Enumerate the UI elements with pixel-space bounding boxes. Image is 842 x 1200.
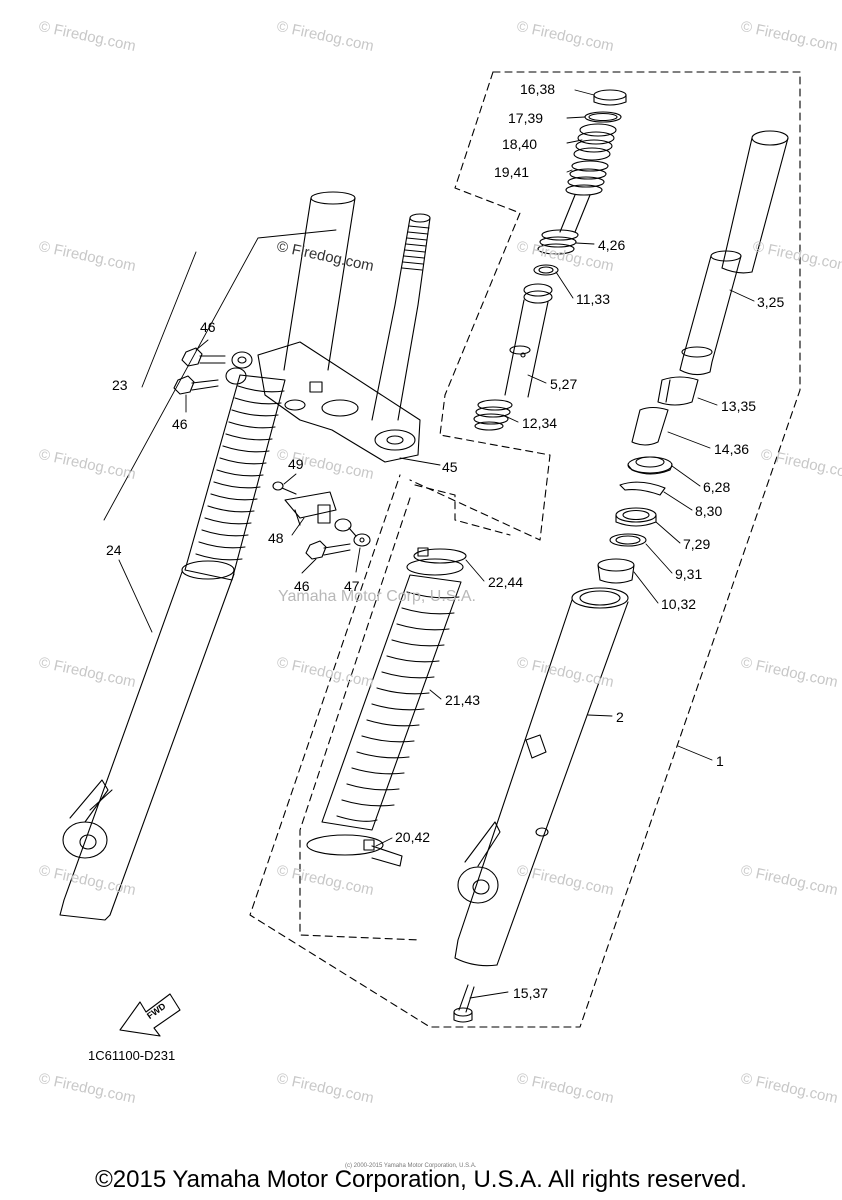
bolt-46-lower [305, 540, 351, 560]
callout-8-30: 8,30 [695, 503, 723, 519]
dust-seal-10 [597, 558, 635, 584]
fine-print: (c) 2000-2015 Yamaha Motor Corporation, … [345, 1163, 477, 1169]
outer-tube-2 [454, 587, 629, 967]
callout-16-38: 16,38 [520, 81, 556, 97]
seal-9 [609, 533, 647, 547]
clamp-47 [334, 518, 371, 547]
callout-11-33: 11,33 [576, 291, 610, 307]
bolt-46-top [181, 347, 253, 369]
bolt-49 [272, 481, 297, 495]
damper-rod-5 [504, 283, 553, 398]
callout-47: 47 [344, 578, 360, 594]
callout-20-42: 20,42 [395, 829, 431, 845]
bracket-48 [284, 491, 337, 526]
callout-9-31: 9,31 [675, 566, 703, 582]
callout-15-37: 15,37 [513, 985, 549, 1001]
callout-49: 49 [288, 456, 304, 472]
fwd-arrow-icon [119, 993, 181, 1037]
callout-6-28: 6,28 [703, 479, 731, 495]
callout-10-32: 10,32 [661, 596, 697, 612]
spring-12 [473, 399, 513, 431]
clip-8 [619, 481, 666, 496]
band-20 [306, 834, 403, 867]
callout-21-43: 21,43 [445, 692, 481, 708]
callout-46-low: 46 [294, 578, 310, 594]
callout-24: 24 [106, 542, 122, 558]
left-fork-assembly [59, 191, 431, 921]
band-22 [413, 547, 467, 564]
callout-5-27: 5,27 [550, 376, 578, 392]
callout-14-36: 14,36 [714, 441, 750, 457]
washer-6 [627, 456, 673, 475]
dust-boot-21 [321, 558, 464, 831]
callout-7-29: 7,29 [683, 536, 711, 552]
stem-threads [401, 225, 430, 271]
callout-1: 1 [716, 753, 724, 769]
spring-19 [559, 160, 609, 233]
o-ring-17 [584, 111, 622, 123]
left-boot-ribs [195, 385, 285, 561]
oil-seal-7 [615, 507, 657, 527]
inner-tube-3 [679, 130, 789, 376]
center-watermark: Yamaha Motor Corp, U.S.A. [278, 588, 476, 605]
spacer-18 [573, 123, 617, 161]
callout-45: 45 [442, 459, 458, 475]
bolt-15 [453, 984, 475, 1023]
callout-2: 2 [616, 709, 624, 725]
spring-4 [537, 229, 579, 255]
bolt-46-upper-second [173, 367, 247, 395]
callout-4-26: 4,26 [598, 237, 626, 253]
callout-3-25: 3,25 [757, 294, 785, 310]
copyright-footer: ©2015 Yamaha Motor Corporation, U.S.A. A… [95, 1166, 747, 1193]
callout-46-mid: 46 [172, 416, 188, 432]
bushing-13 [657, 376, 699, 406]
leader-lines [103, 89, 755, 999]
bushing-14 [631, 406, 669, 446]
callout-19-41: 19,41 [494, 164, 530, 180]
callout-18-40: 18,40 [502, 136, 538, 152]
callout-12-34: 12,34 [522, 415, 558, 431]
callout-23: 23 [112, 377, 128, 393]
ring-11 [533, 264, 559, 276]
callout-22-44: 22,44 [488, 574, 524, 590]
callout-17-39: 17,39 [508, 110, 544, 126]
dashed-group-outline [249, 71, 801, 1028]
cap-bolt-16 [593, 89, 627, 106]
callout-46-top: 46 [200, 319, 216, 335]
callout-48: 48 [268, 530, 284, 546]
drawing-code: 1C61100-D231 [88, 1048, 176, 1063]
callout-13-35: 13,35 [721, 398, 757, 414]
